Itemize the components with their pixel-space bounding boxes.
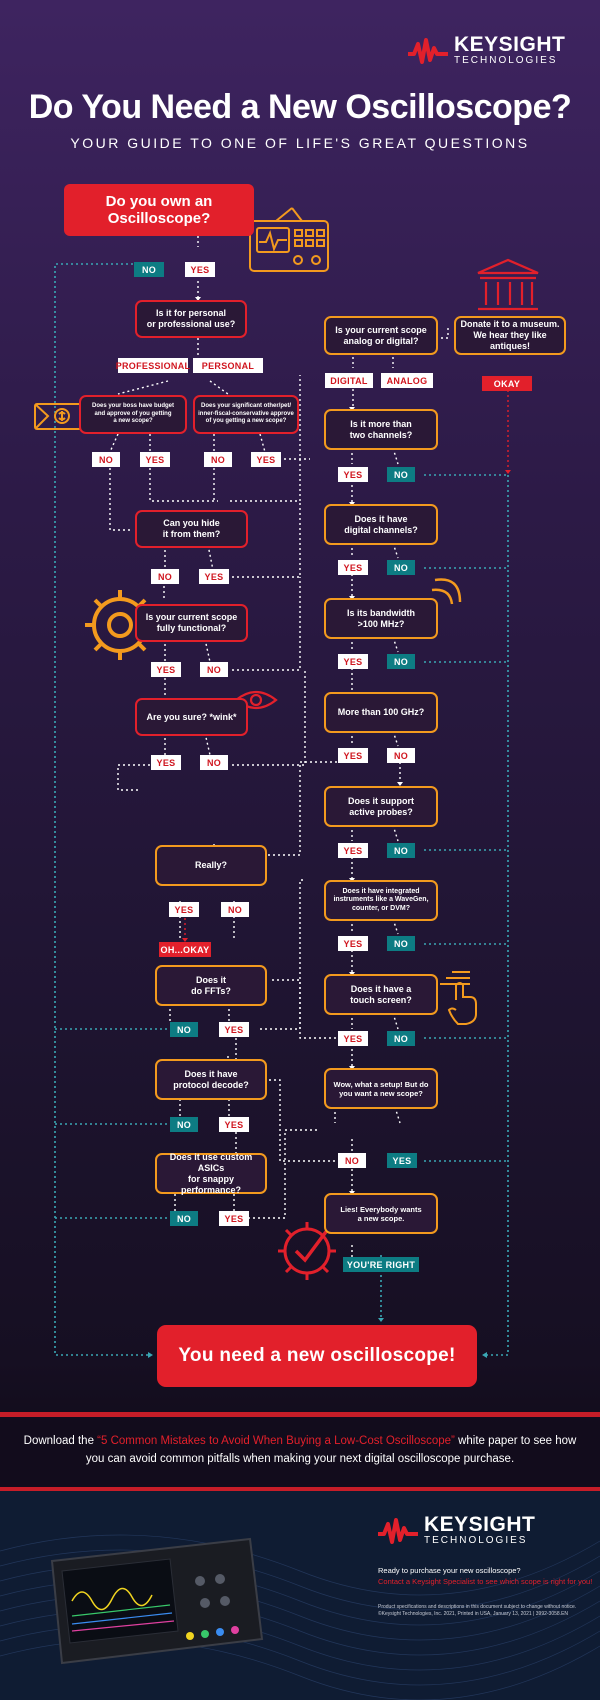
checkmark-gear-icon — [278, 1219, 336, 1280]
keysight-wave-icon — [378, 1517, 418, 1544]
answer-start-no[interactable]: NO — [134, 262, 164, 277]
money-icon — [34, 403, 82, 430]
answer-touch-yes[interactable]: YES — [338, 1031, 368, 1046]
oscilloscope-icon — [249, 207, 329, 272]
question-want-new-scope: Wow, what a setup! But do you want a new… — [324, 1068, 438, 1109]
question-partner-approval: Does your significant other/pet/ inner-f… — [193, 395, 299, 434]
flow-connectors — [34, 207, 539, 1358]
question-more-than-100ghz: More than 100 GHz? — [324, 692, 438, 733]
question-boss-approval: Does your boss have budget and approve o… — [79, 395, 187, 434]
brand-sub-footer: TECHNOLOGIES — [424, 1535, 528, 1546]
download-text: Download the “5 Common Mistakes to Avoid… — [20, 1432, 580, 1468]
answer-100ghz-no[interactable]: NO — [387, 748, 415, 763]
answer-partner-no[interactable]: NO — [204, 452, 232, 467]
answer-digital[interactable]: DIGITAL — [325, 373, 373, 388]
answer-bandwidth-no[interactable]: NO — [387, 654, 415, 669]
answer-oh-okay[interactable]: OH...OKAY — [159, 942, 211, 957]
footer — [0, 1491, 600, 1700]
download-suffix: white paper to see how you can avoid com… — [85, 1435, 577, 1465]
question-personal-or-professional: Is it for personal or professional use? — [135, 300, 247, 338]
question-custom-asics: Does it use custom ASICs for snappy perf… — [155, 1152, 267, 1195]
answer-boss-yes[interactable]: YES — [140, 452, 170, 467]
statement-everybody-wants: Lies! Everybody wants a new scope. — [324, 1193, 438, 1234]
question-more-than-two-channels: Is it more than two channels? — [324, 409, 438, 450]
answer-want-yes[interactable]: YES — [387, 1153, 417, 1168]
page-subtitle: YOUR GUIDE TO ONE OF LIFE'S GREAT QUESTI… — [70, 135, 530, 151]
answer-want-no[interactable]: NO — [338, 1153, 366, 1168]
footer-cta: Ready to purchase your new oscilloscope?… — [378, 1565, 598, 1587]
answer-start-yes[interactable]: YES — [185, 262, 215, 277]
oscilloscope-product-icon — [50, 1537, 264, 1665]
answer-bandwidth-yes[interactable]: YES — [338, 654, 368, 669]
answer-probes-yes[interactable]: YES — [338, 843, 368, 858]
donate-to-museum: Donate it to a museum. We hear they like… — [454, 316, 566, 355]
answer-museum-okay[interactable]: OKAY — [482, 376, 532, 391]
question-ffts: Does it do FFTs? — [155, 965, 267, 1006]
answer-channels-yes[interactable]: YES — [338, 467, 368, 482]
keysight-logo-footer: KEYSIGHT TECHNOLOGIES — [378, 1513, 536, 1546]
museum-icon — [477, 258, 539, 311]
download-prefix: Download the — [23, 1435, 98, 1447]
answer-boss-no[interactable]: NO — [92, 452, 120, 467]
answer-protocol-yes[interactable]: YES — [219, 1117, 249, 1132]
brand-sub: TECHNOLOGIES — [454, 55, 558, 66]
answer-sure-yes[interactable]: YES — [151, 755, 181, 770]
answer-100ghz-yes[interactable]: YES — [338, 748, 368, 763]
final-answer: You need a new oscilloscope! — [157, 1325, 477, 1387]
answer-analog[interactable]: ANALOG — [381, 373, 433, 388]
answer-channels-no[interactable]: NO — [387, 467, 415, 482]
brand-name-footer: KEYSIGHT — [424, 1513, 536, 1536]
question-active-probes: Does it support active probes? — [324, 786, 438, 827]
whitepaper-link[interactable]: “5 Common Mistakes to Avoid When Buying … — [97, 1435, 455, 1447]
question-analog-or-digital: Is your current scope analog or digital? — [324, 316, 438, 355]
wireless-signal-icon — [431, 578, 462, 605]
keysight-logo: KEYSIGHT TECHNOLOGIES — [408, 33, 566, 66]
question-integrated-instruments: Does it have integrated instruments like… — [324, 880, 438, 921]
legal-line-1: Product specifications and descriptions … — [378, 1604, 577, 1610]
answer-digital-channels-no[interactable]: NO — [387, 560, 415, 575]
answer-asics-no[interactable]: NO — [170, 1211, 198, 1226]
answer-integrated-yes[interactable]: YES — [338, 936, 368, 951]
answer-integrated-no[interactable]: NO — [387, 936, 415, 951]
question-are-you-sure: Are you sure? *wink* — [135, 698, 248, 736]
question-protocol-decode: Does it have protocol decode? — [155, 1059, 267, 1100]
touch-hand-icon — [440, 971, 477, 1025]
answer-personal[interactable]: PERSONAL — [193, 358, 263, 373]
legal-text: Product specifications and descriptions … — [378, 1604, 598, 1618]
divider-top — [0, 1412, 600, 1417]
question-really: Really? — [155, 845, 267, 886]
answer-ffts-no[interactable]: NO — [170, 1022, 198, 1037]
page-title: Do You Need a New Oscilloscope? — [28, 88, 572, 126]
answer-youre-right[interactable]: YOU'RE RIGHT — [343, 1257, 419, 1272]
answer-functional-no[interactable]: NO — [200, 662, 228, 677]
answer-touch-no[interactable]: NO — [387, 1031, 415, 1046]
question-hide-it: Can you hide it from them? — [135, 510, 248, 548]
contact-link[interactable]: Contact a Keysight Specialist to see whi… — [378, 1577, 593, 1586]
brand-name: KEYSIGHT — [454, 33, 566, 56]
answer-functional-yes[interactable]: YES — [151, 662, 181, 677]
answer-asics-yes[interactable]: YES — [219, 1211, 249, 1226]
footer-background-waves — [0, 1534, 600, 1700]
keysight-wave-icon — [408, 37, 448, 64]
answer-digital-channels-yes[interactable]: YES — [338, 560, 368, 575]
answer-protocol-no[interactable]: NO — [170, 1117, 198, 1132]
answer-hide-yes[interactable]: YES — [199, 569, 229, 584]
answer-hide-no[interactable]: NO — [151, 569, 179, 584]
answer-sure-no[interactable]: NO — [200, 755, 228, 770]
answer-probes-no[interactable]: NO — [387, 843, 415, 858]
answer-professional[interactable]: PROFESSIONAL — [116, 358, 190, 373]
divider-bottom — [0, 1487, 600, 1491]
ready-text: Ready to purchase your new oscilloscope? — [378, 1566, 521, 1575]
answer-really-yes[interactable]: YES — [169, 902, 199, 917]
question-bandwidth: Is its bandwidth >100 MHz? — [324, 598, 438, 639]
answer-partner-yes[interactable]: YES — [251, 452, 281, 467]
question-fully-functional: Is your current scope fully functional? — [135, 604, 248, 642]
start-question: Do you own an Oscilloscope? — [64, 184, 254, 236]
question-touch-screen: Does it have a touch screen? — [324, 974, 438, 1015]
question-digital-channels: Does it have digital channels? — [324, 504, 438, 545]
answer-really-no[interactable]: NO — [221, 902, 249, 917]
answer-ffts-yes[interactable]: YES — [219, 1022, 249, 1037]
legal-line-2: ©Keysight Technologies, Inc. 2021, Print… — [378, 1611, 569, 1617]
